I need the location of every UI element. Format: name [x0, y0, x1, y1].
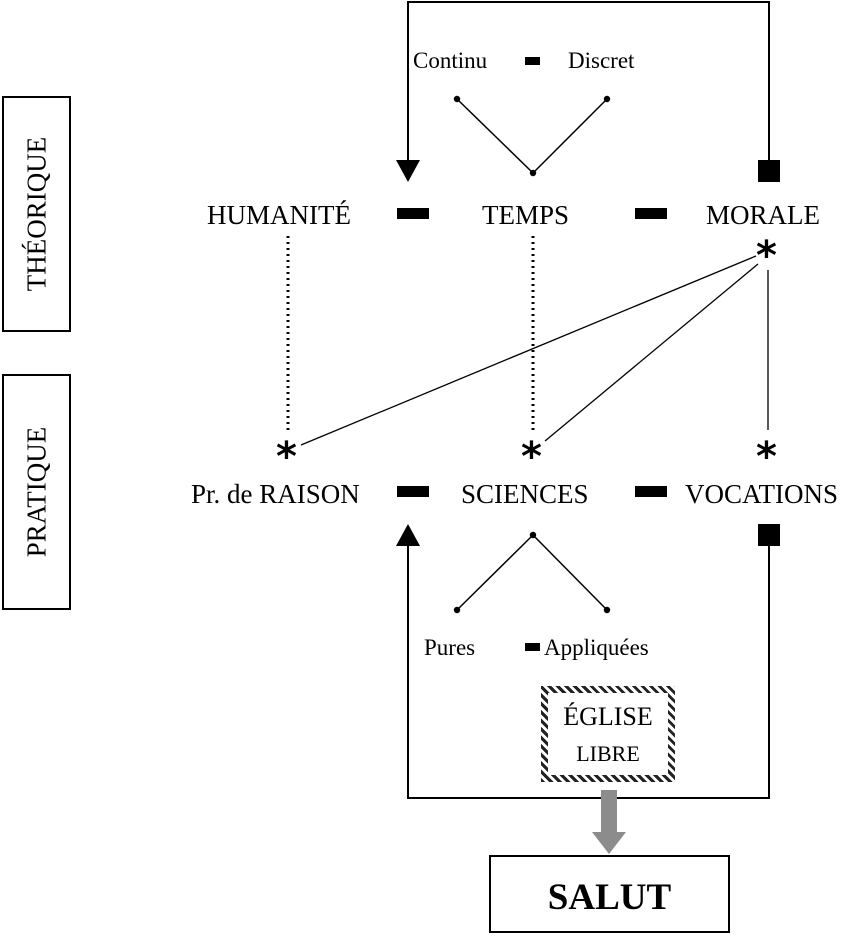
salut-label: SALUT — [547, 877, 672, 918]
continu-node-dot — [453, 95, 461, 103]
theorique-box: THÉORIQUE — [2, 96, 71, 332]
morale-star-icon: * — [756, 233, 777, 279]
pratique-label: PRATIQUE — [21, 426, 51, 558]
sciences-vocations-dash — [635, 486, 667, 497]
continu-to-temps-line — [456, 98, 534, 174]
raison-sciences-dash — [397, 486, 429, 497]
raison-label: Pr. de RAISON — [191, 479, 360, 509]
sciences-star-icon: * — [521, 434, 542, 480]
morale-label: MORALE — [706, 200, 820, 230]
sciences-node-dot — [529, 531, 537, 539]
sciences-to-pures-line — [456, 534, 534, 611]
vocations-star-icon: * — [756, 434, 777, 480]
eglise-label: ÉGLISE — [563, 702, 653, 731]
appliquees-label: Appliquées — [544, 635, 649, 660]
libre-label: LIBRE — [576, 741, 640, 766]
pures-label: Pures — [424, 635, 476, 660]
continu-label: Continu — [413, 48, 488, 73]
temps-label: TEMPS — [482, 200, 570, 230]
continu-discret-dash — [525, 57, 540, 65]
salut-arrowhead — [592, 832, 626, 854]
sciences-to-appliquees-line — [532, 534, 608, 611]
appliquees-node-dot — [603, 606, 611, 614]
salut-box: SALUT — [489, 855, 730, 933]
discret-label: Discret — [568, 48, 635, 73]
humanite-label: HUMANITÉ — [207, 200, 351, 230]
morale-to-raison-line — [300, 255, 757, 446]
discret-to-temps-line — [532, 98, 608, 174]
humanite-arrowhead — [396, 160, 420, 182]
temps-morale-dash — [635, 208, 667, 219]
pures-node-dot — [453, 606, 461, 614]
discret-node-dot — [603, 95, 611, 103]
bottom-feedback-line — [407, 546, 770, 799]
raison-arrowhead — [396, 524, 420, 546]
temps-node-dot — [529, 169, 537, 177]
top-feedback-line — [407, 1, 770, 162]
raison-star-icon: * — [276, 434, 297, 480]
theorique-label: THÉORIQUE — [21, 136, 51, 292]
vocations-square-marker — [758, 524, 780, 546]
humanite-temps-dash — [397, 208, 429, 219]
eglise-libre-box: ÉGLISE LIBRE — [541, 686, 675, 782]
morale-to-sciences-line — [544, 263, 759, 442]
salut-arrow-shaft — [601, 790, 617, 836]
morale-square-marker — [758, 160, 780, 182]
sciences-label: SCIENCES — [461, 479, 589, 509]
vocations-label: VOCATIONS — [685, 479, 839, 509]
pures-appliquees-dash — [525, 643, 540, 651]
pratique-box: PRATIQUE — [2, 374, 71, 610]
